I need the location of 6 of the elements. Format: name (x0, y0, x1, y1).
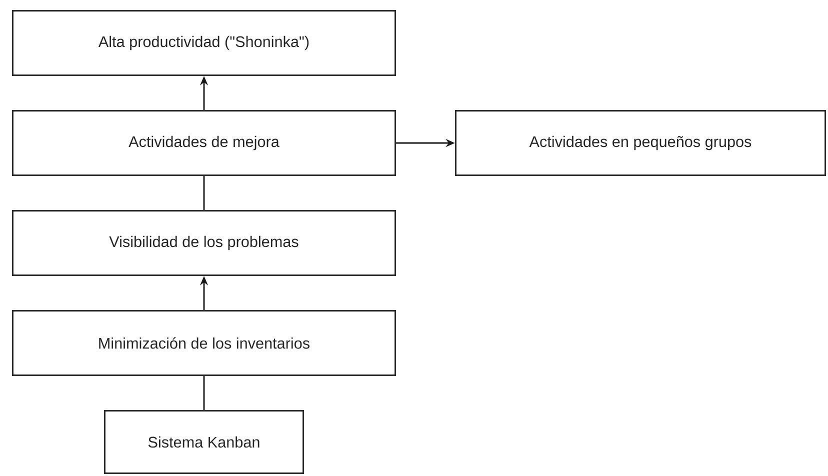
process-box: Alta productividad ("Shoninka") (12, 10, 396, 76)
process-box: Actividades en pequeños grupos (455, 110, 826, 176)
process-box: Sistema Kanban (104, 410, 304, 474)
process-box: Minimización de los inventarios (12, 310, 396, 376)
process-box: Visibilidad de los problemas (12, 210, 396, 276)
process-box: Actividades de mejora (12, 110, 396, 176)
